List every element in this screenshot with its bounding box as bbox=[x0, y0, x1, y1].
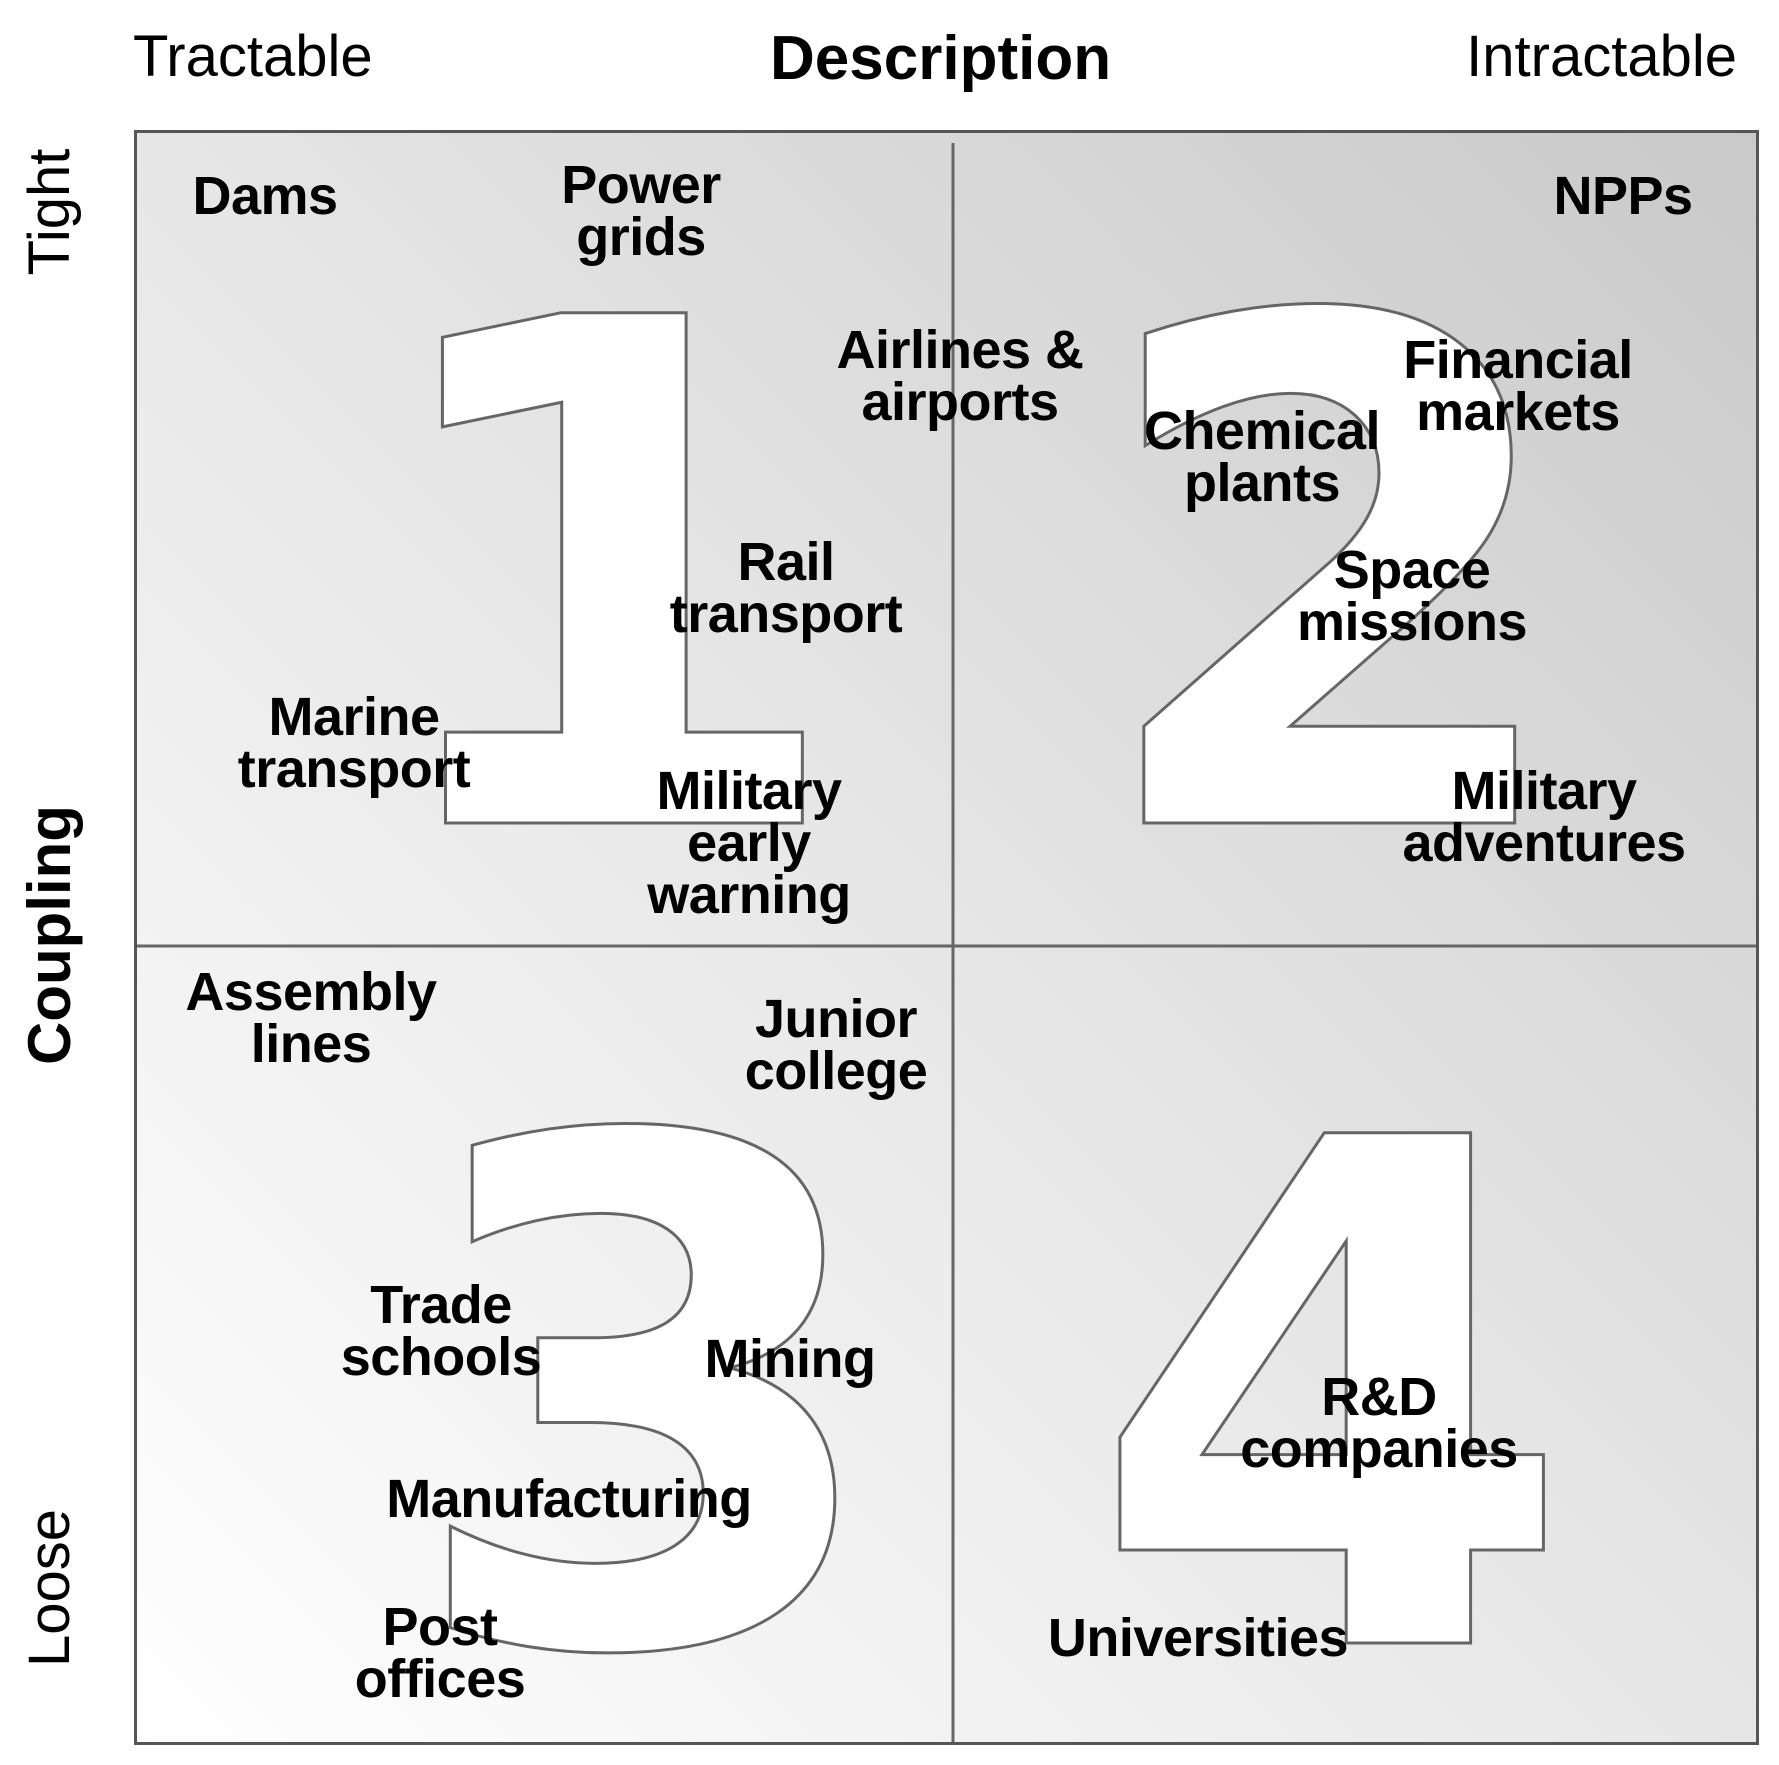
quadrant-grid: 1 2 3 4 Dams Power grids NPPs Airlines &… bbox=[134, 130, 1759, 1745]
item-manufacturing: Manufacturing bbox=[386, 1469, 752, 1529]
item-npps: NPPs bbox=[1553, 166, 1693, 226]
item-dams: Dams bbox=[192, 166, 338, 226]
quadrant-graphics: 1 2 3 4 bbox=[137, 143, 1756, 1742]
item-junior-college: Junior college bbox=[744, 989, 928, 1101]
item-chemical-plants: Chemical plants bbox=[1143, 401, 1381, 513]
intractable-label: Intractable bbox=[1466, 24, 1737, 89]
item-rd-companies: R&D companies bbox=[1240, 1367, 1518, 1479]
tight-label: Tight bbox=[17, 148, 82, 276]
item-universities: Universities bbox=[1047, 1608, 1349, 1668]
loose-label: Loose bbox=[17, 1508, 82, 1668]
quadrant-number-2: 2 bbox=[1088, 174, 1575, 989]
item-space-missions: Space missions bbox=[1296, 540, 1528, 652]
item-assembly-lines: Assembly lines bbox=[185, 962, 437, 1074]
item-financial-markets: Financial markets bbox=[1403, 330, 1633, 442]
tractable-label: Tractable bbox=[133, 24, 373, 89]
item-airlines-airports: Airlines & airports bbox=[836, 320, 1084, 432]
quadrant-number-4: 4 bbox=[1088, 994, 1575, 1742]
item-rail-transport: Rail transport bbox=[669, 532, 903, 644]
item-power-grids: Power grids bbox=[561, 155, 721, 267]
item-military-early-warning: Military early warning bbox=[647, 761, 851, 925]
item-post-offices: Post offices bbox=[354, 1597, 526, 1709]
item-trade-schools: Trade schools bbox=[340, 1275, 542, 1387]
quadrant-number-1: 1 bbox=[363, 174, 850, 989]
item-military-adventures: Military adventures bbox=[1402, 761, 1686, 873]
item-marine-transport: Marine transport bbox=[237, 687, 471, 799]
item-mining: Mining bbox=[704, 1329, 876, 1389]
description-axis-title: Description bbox=[770, 24, 1112, 93]
coupling-axis-title: Coupling bbox=[16, 805, 83, 1065]
quadrant-number-3: 3 bbox=[403, 994, 890, 1742]
